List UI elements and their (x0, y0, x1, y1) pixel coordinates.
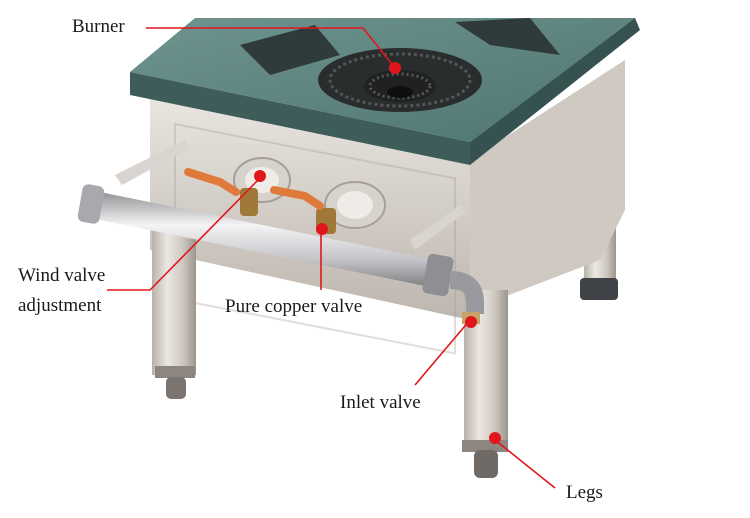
inlet-valve-leader-line (414, 319, 471, 386)
burner-leader-line (146, 27, 396, 69)
valve-right (270, 181, 386, 234)
side-panel (470, 60, 625, 310)
legs-marker (489, 432, 501, 444)
label-inlet-valve: Inlet valve (340, 392, 421, 413)
wind-valve-leader-line (107, 177, 261, 291)
burner-marker (389, 62, 401, 74)
gas-manifold-pipe (77, 184, 484, 324)
label-wind-valve-line2: adjustment (18, 295, 102, 316)
inlet-valve-marker (465, 316, 477, 328)
bracket-left (115, 140, 190, 185)
wind-valve-marker (254, 170, 266, 182)
label-burner: Burner (72, 16, 125, 37)
leader-lines (107, 27, 556, 489)
label-wind-valve-line1: Wind valve (18, 265, 106, 286)
front-leg-left (152, 230, 196, 399)
label-legs: Legs (566, 482, 603, 503)
markers (254, 62, 501, 444)
legs-leader-line (494, 439, 556, 489)
burner (318, 48, 482, 112)
copper-valve-marker (316, 223, 328, 235)
label-pure-copper-valve: Pure copper valve (225, 296, 363, 317)
bracket-right (410, 205, 466, 250)
